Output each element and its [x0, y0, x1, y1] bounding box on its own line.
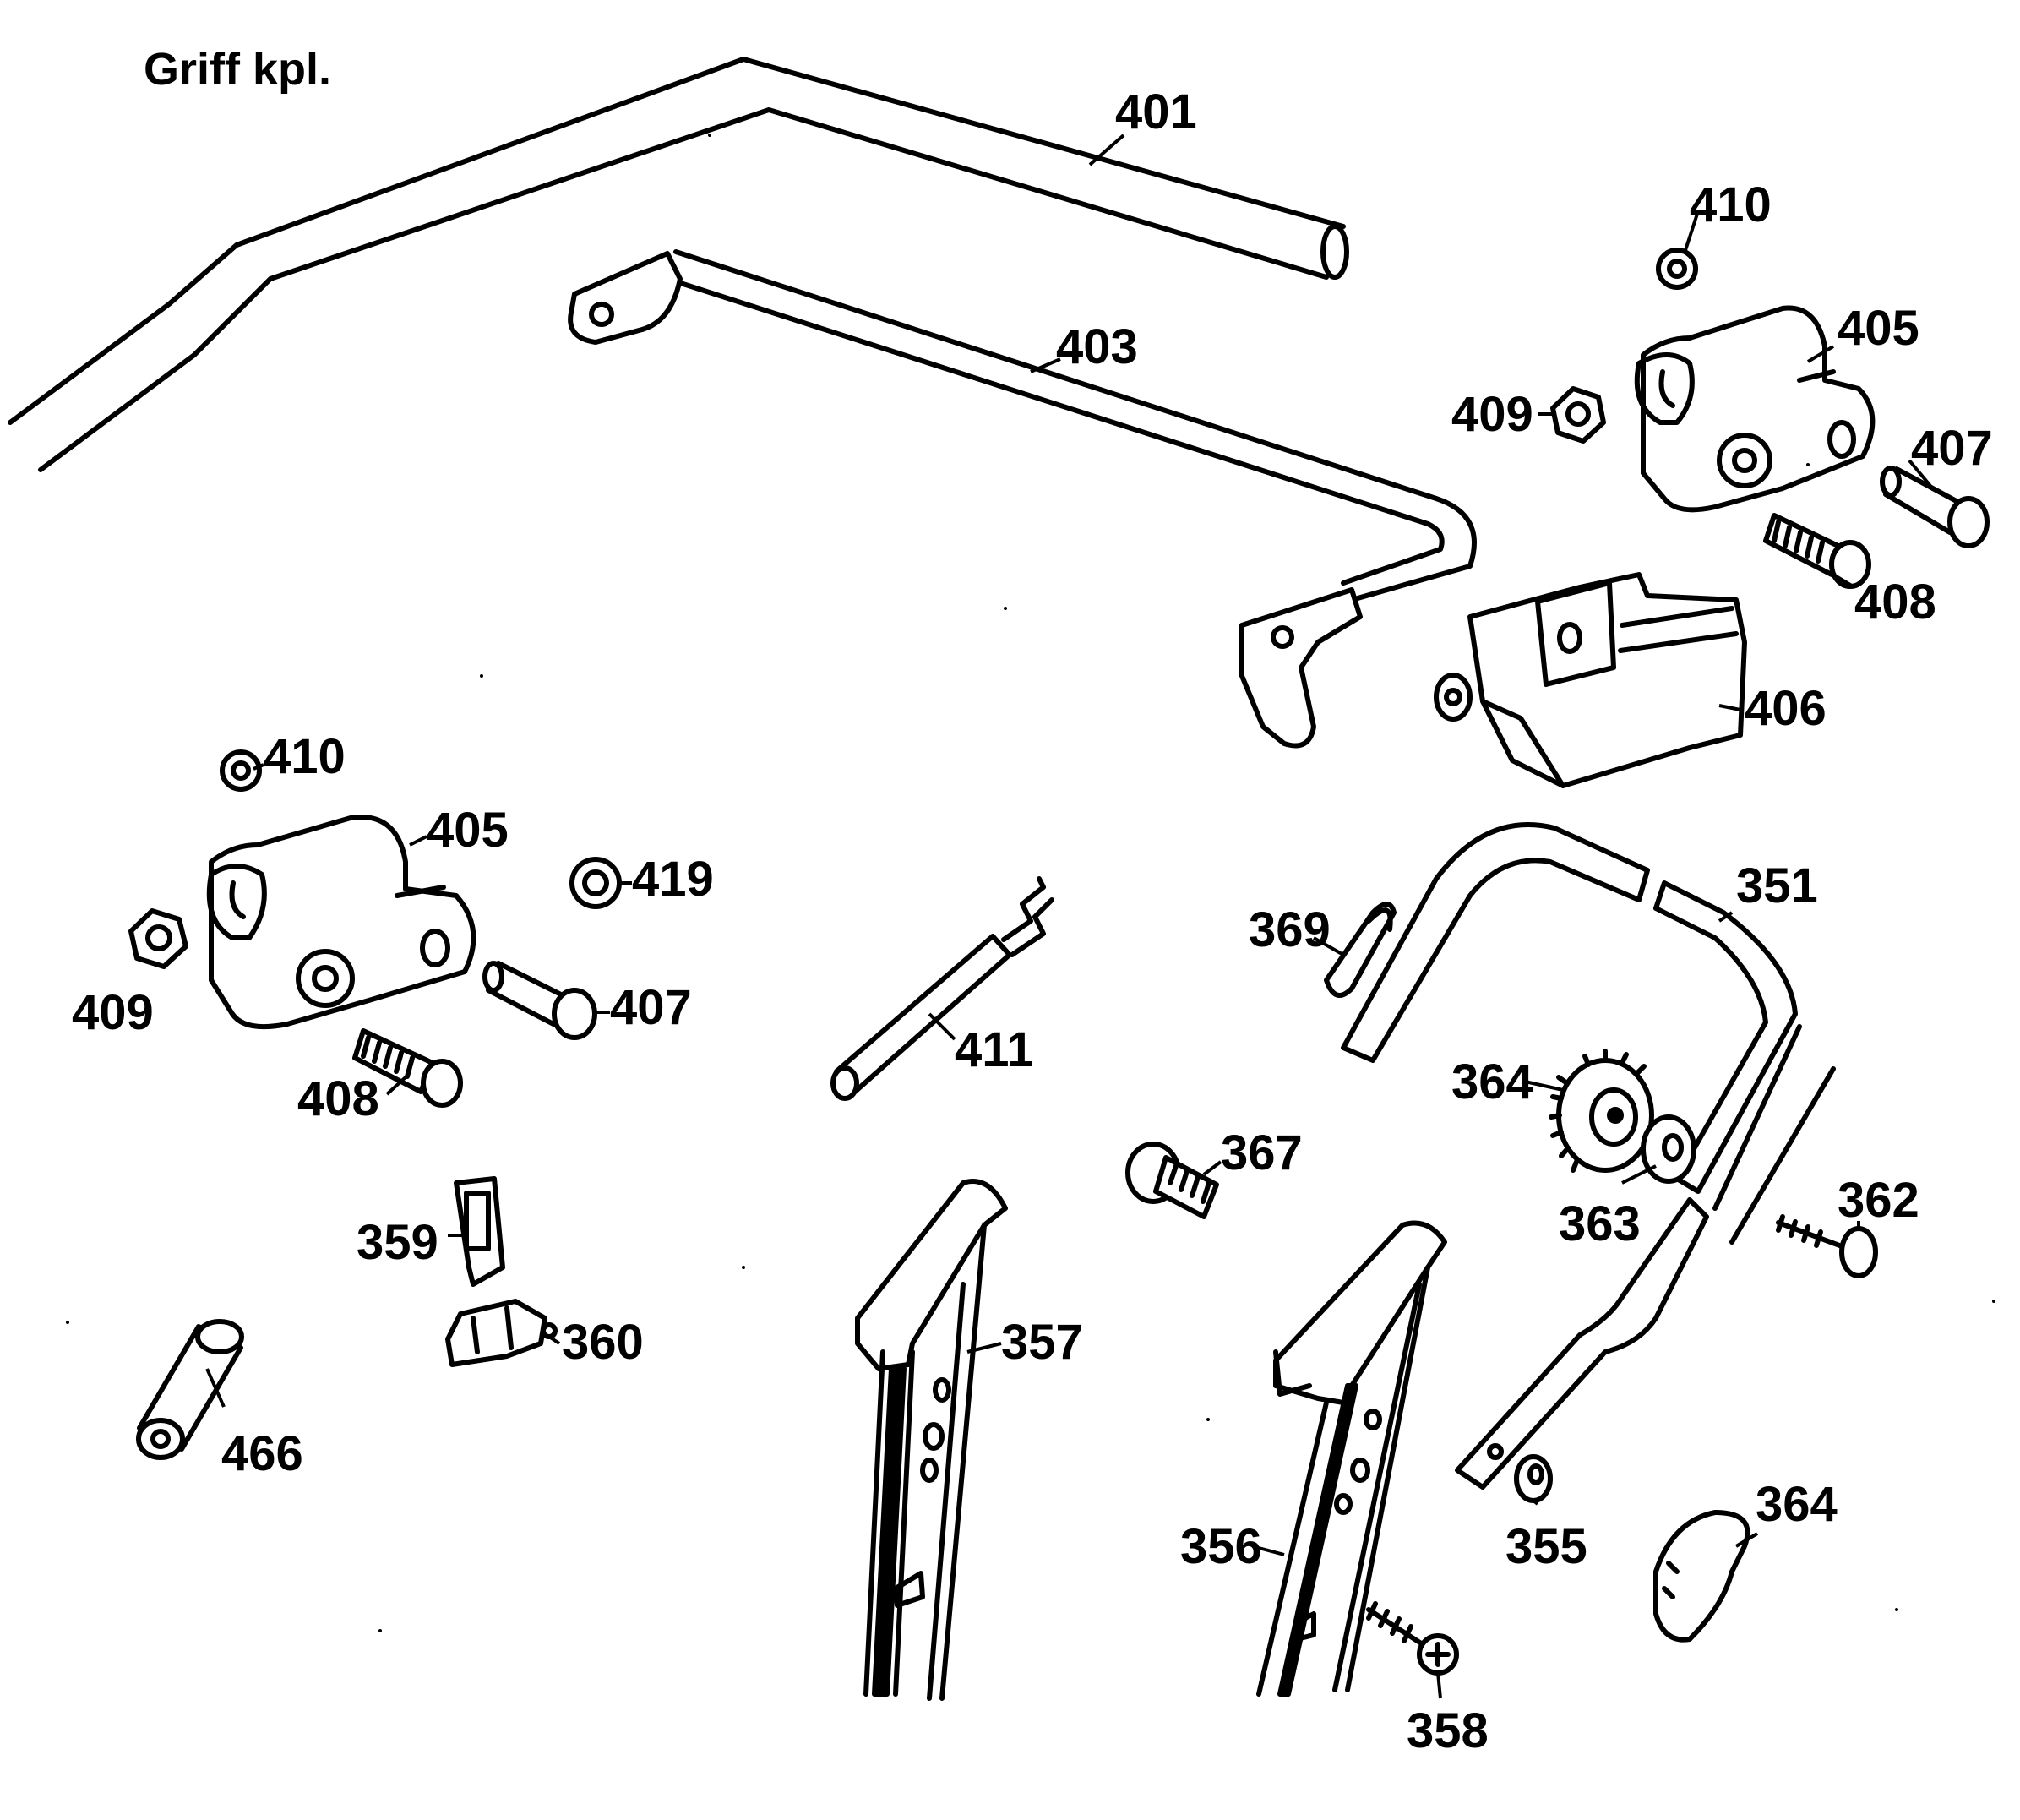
label-419: 419 [632, 852, 714, 907]
label-407-right: 407 [1911, 421, 1993, 476]
label-363: 363 [1559, 1196, 1641, 1251]
label-359: 359 [357, 1215, 438, 1270]
part-357-lower-tube-left [855, 1179, 1008, 1701]
part-410-nut-left [220, 749, 262, 792]
label-466: 466 [221, 1426, 303, 1481]
label-355: 355 [1505, 1519, 1587, 1574]
label-357: 357 [1001, 1315, 1083, 1370]
part-labels: 401 403 410 405 409 407 408 406 410 405 … [72, 84, 1993, 1758]
label-403: 403 [1056, 319, 1138, 374]
part-360-part [445, 1299, 558, 1367]
part-363-washer [1641, 1114, 1696, 1184]
label-406: 406 [1745, 681, 1827, 736]
label-362: 362 [1838, 1173, 1919, 1228]
label-411: 411 [955, 1022, 1034, 1077]
label-364-gear: 364 [1451, 1054, 1533, 1109]
label-351: 351 [1736, 858, 1818, 913]
label-405-left: 405 [427, 803, 509, 858]
part-409-nut-right [1550, 386, 1606, 444]
label-409-left: 409 [72, 985, 154, 1040]
part-364-gear-knob [1549, 1049, 1654, 1173]
part-358-screw [1366, 1601, 1459, 1676]
part-355-washer [1514, 1454, 1553, 1503]
part-410-nut-top [1656, 248, 1698, 290]
part-407-pin-right [1880, 466, 1990, 548]
part-359-part [454, 1176, 505, 1287]
part-409-nut-left [128, 908, 188, 969]
label-408-left: 408 [297, 1071, 379, 1126]
part-403-control-rod [568, 249, 1477, 749]
label-410-top: 410 [1690, 177, 1772, 232]
label-360: 360 [562, 1315, 644, 1370]
part-401-handle-bar [8, 57, 1349, 472]
diagram-title: Griff kpl. [144, 44, 331, 95]
part-364-knob [1653, 1510, 1750, 1643]
part-405-hinge-left [206, 815, 476, 1030]
label-358: 358 [1407, 1703, 1489, 1758]
label-364-knob: 364 [1756, 1477, 1838, 1532]
leader-lines [205, 134, 1932, 1699]
part-411-rod [830, 876, 1054, 1101]
label-407-left: 407 [610, 980, 692, 1035]
part-356-lower-tube-right [1256, 1220, 1447, 1697]
part-351-u-handle [1341, 822, 1836, 1490]
part-362-screw [1776, 1214, 1878, 1278]
label-410-left: 410 [264, 729, 346, 784]
part-369-clip [1324, 902, 1397, 998]
label-409-right: 409 [1451, 387, 1533, 442]
part-408-screw-right [1763, 513, 1871, 589]
part-367-bolt [1125, 1142, 1219, 1219]
label-356: 356 [1180, 1519, 1262, 1574]
label-401: 401 [1115, 84, 1197, 139]
scan-specks [66, 134, 1995, 1632]
part-419-nut [569, 857, 622, 909]
part-408-screw-left [352, 1028, 463, 1108]
label-367: 367 [1221, 1125, 1303, 1180]
label-408-right: 408 [1854, 575, 1936, 629]
label-405-right: 405 [1838, 301, 1919, 356]
part-466-sleeve [136, 1319, 244, 1460]
part-407-pin-left [482, 961, 597, 1040]
label-369: 369 [1249, 902, 1331, 957]
part-406-cover [1434, 572, 1747, 788]
